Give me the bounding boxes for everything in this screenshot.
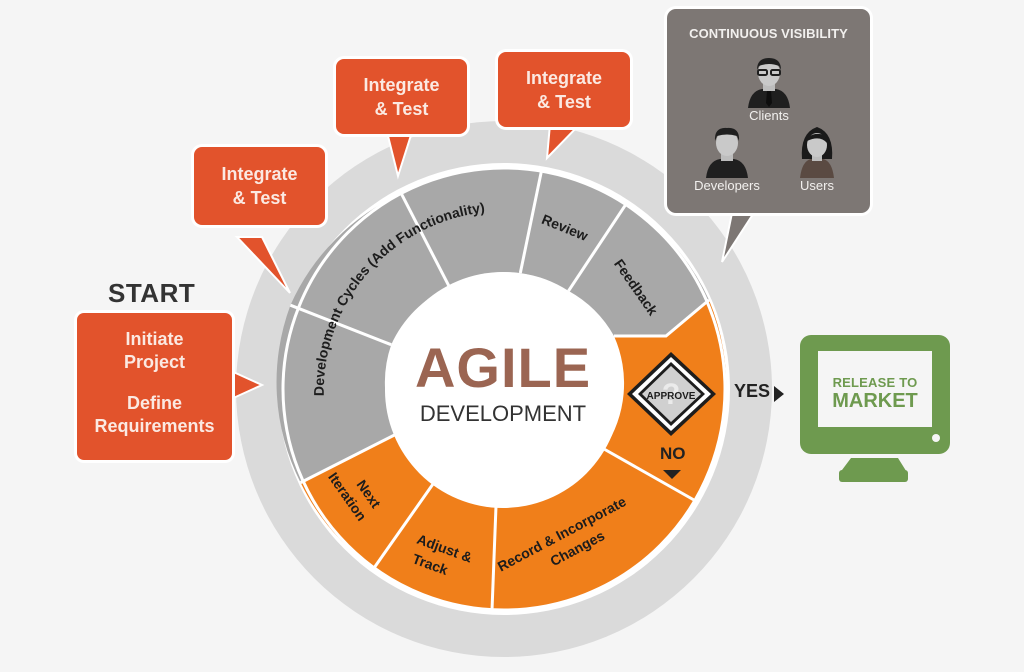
center-title: AGILE xyxy=(414,336,592,399)
center-circle xyxy=(385,272,621,508)
segment-dev-cycles-a[interactable] xyxy=(276,305,397,483)
monitor-icon xyxy=(800,335,950,482)
continuous-visibility-box: CONTINUOUS VISIBILITY Clients Developers xyxy=(667,9,870,213)
no-label: NO xyxy=(660,444,686,463)
bubble-text-line2: & Test xyxy=(537,91,591,112)
define-requirements: Define Requirements xyxy=(77,392,232,438)
initiate-project: Initiate Project xyxy=(77,328,232,374)
segment-dividers xyxy=(281,166,727,612)
bubble-text-line2: & Test xyxy=(232,188,287,208)
question-icon: ? xyxy=(662,378,680,411)
yes-label: YES xyxy=(734,381,771,401)
release-line2: MARKET xyxy=(832,389,918,412)
integrate-test-bubble-2: Integrate & Test xyxy=(336,59,467,134)
segment-dev-cycles-c[interactable] xyxy=(401,168,542,287)
initiate-line: Initiate xyxy=(125,329,184,349)
release-screen-text: RELEASE TO MARKET xyxy=(818,353,932,433)
clients-label: Clients xyxy=(749,108,789,123)
define-line: Define xyxy=(126,393,182,413)
segment-feedback[interactable] xyxy=(568,204,710,336)
release-line1: RELEASE TO xyxy=(832,374,918,390)
visibility-title: CONTINUOUS VISIBILITY xyxy=(689,26,848,41)
bubble-tail-1 xyxy=(234,236,291,294)
yes-arrow-icon xyxy=(774,386,784,402)
person-developers: Developers xyxy=(691,123,763,193)
integrate-test-bubble-3: Integrate & Test xyxy=(498,52,630,127)
approve-diamond[interactable]: ? APPROVE xyxy=(627,352,716,436)
segment-adjust-track[interactable] xyxy=(374,484,496,610)
requirements-line: Requirements xyxy=(94,416,215,436)
segment-dev-cycles-b[interactable] xyxy=(290,193,450,345)
person-users: Users xyxy=(787,123,847,193)
center-subtitle: DEVELOPMENT xyxy=(419,401,587,426)
segment-record-changes[interactable] xyxy=(492,449,694,611)
person-clients: Clients xyxy=(739,53,799,123)
user-icon xyxy=(800,127,834,178)
users-label: Users xyxy=(800,178,834,193)
visibility-tail xyxy=(721,207,759,263)
bubble-text-line1: Integrate xyxy=(363,74,440,95)
start-box: Initiate Project Define Requirements xyxy=(77,313,232,460)
bubble-text-line1: Integrate xyxy=(221,164,298,184)
client-icon xyxy=(748,58,790,108)
project-line: Project xyxy=(123,352,186,372)
bubble-text-line2: & Test xyxy=(374,98,429,119)
bubble-text-line1: Integrate xyxy=(525,67,603,88)
developers-label: Developers xyxy=(694,178,760,193)
start-label: START xyxy=(108,278,196,308)
release-to-market: RELEASE TO MARKET xyxy=(800,335,950,485)
developer-icon xyxy=(706,127,748,178)
approve-label: APPROVE xyxy=(647,391,696,402)
no-arrow-icon xyxy=(663,470,681,479)
integrate-test-bubble-1: Integrate & Test xyxy=(194,147,325,225)
segment-review[interactable] xyxy=(520,171,626,291)
